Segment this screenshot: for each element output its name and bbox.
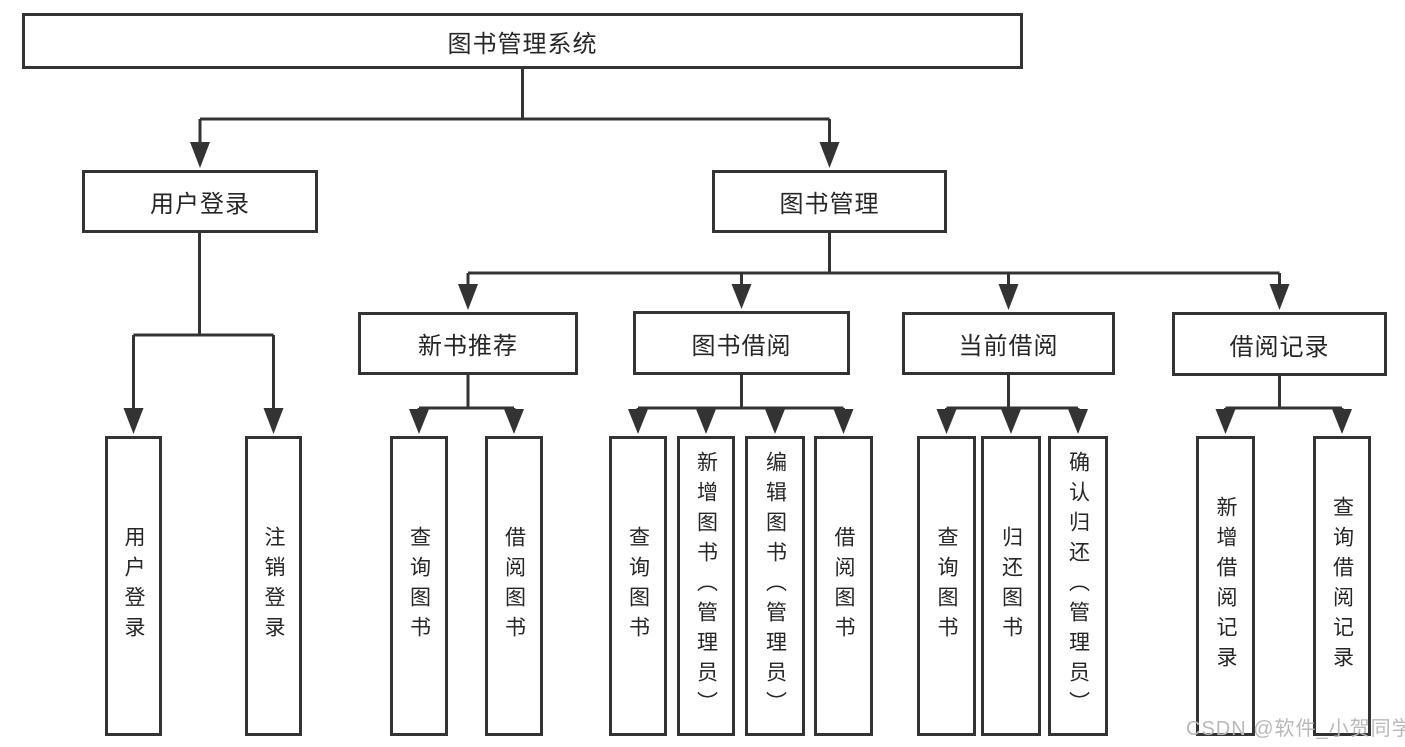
leaf-borrow-books-recommend: 借阅图书 [485, 436, 543, 736]
node-label: 图书管理 [779, 191, 880, 218]
leaf-borrow-books: 借阅图书 [814, 436, 873, 736]
leaf-user-login: 用户登录 [105, 436, 162, 736]
node-label: 查询图书 [407, 526, 431, 646]
node-label: 新书推荐 [418, 333, 518, 360]
leaf-add-books-admin: 新增图书（管理员） [677, 436, 735, 736]
node-label: 图书管理系统 [447, 30, 598, 58]
node-label: 编辑图书（管理员） [763, 451, 787, 721]
leaf-query-books-recommend: 查询图书 [390, 436, 448, 736]
leaf-query-books-current: 查询图书 [917, 436, 976, 736]
node-label: 归还图书 [999, 526, 1023, 646]
node-label: 借阅记录 [1229, 333, 1330, 361]
leaf-logout: 注销登录 [245, 436, 302, 736]
node-label: 新增借阅记录 [1214, 496, 1237, 676]
node-user-login: 用户登录 [82, 170, 318, 233]
node-borrow-records: 借阅记录 [1172, 312, 1387, 376]
leaf-query-books-borrow: 查询图书 [609, 436, 667, 736]
csdn-watermark: CSDN @软件_小贺同学 [1186, 718, 1405, 740]
node-label: 确认归还（管理员） [1066, 451, 1090, 721]
node-label: 图书借阅 [691, 332, 792, 360]
leaf-confirm-return-admin: 确认归还（管理员） [1048, 436, 1108, 736]
node-book-management: 图书管理 [712, 170, 947, 233]
node-label: 当前借阅 [958, 333, 1059, 360]
leaf-add-borrow-record: 新增借阅记录 [1196, 436, 1255, 736]
node-label: 用户登录 [122, 526, 145, 646]
node-new-book-recommend: 新书推荐 [358, 312, 578, 375]
node-label: 新增图书（管理员） [694, 451, 718, 721]
leaf-return-books: 归还图书 [981, 436, 1041, 736]
node-label: 借阅图书 [502, 526, 526, 646]
arrowheads [123, 142, 1352, 434]
leaf-query-borrow-record: 查询借阅记录 [1313, 436, 1371, 736]
node-label: 用户登录 [150, 191, 250, 218]
node-label: 借阅图书 [832, 526, 855, 646]
leaf-edit-books-admin: 编辑图书（管理员） [745, 436, 805, 736]
node-library-management-system: 图书管理系统 [22, 13, 1023, 69]
node-label: 查询图书 [935, 526, 958, 646]
connector-strokes [132, 69, 1344, 412]
node-label: 查询借阅记录 [1330, 496, 1354, 676]
node-current-borrow: 当前借阅 [902, 312, 1115, 375]
node-label: 查询图书 [626, 526, 650, 646]
node-book-borrow: 图书借阅 [633, 311, 850, 375]
node-label: 注销登录 [262, 526, 285, 646]
